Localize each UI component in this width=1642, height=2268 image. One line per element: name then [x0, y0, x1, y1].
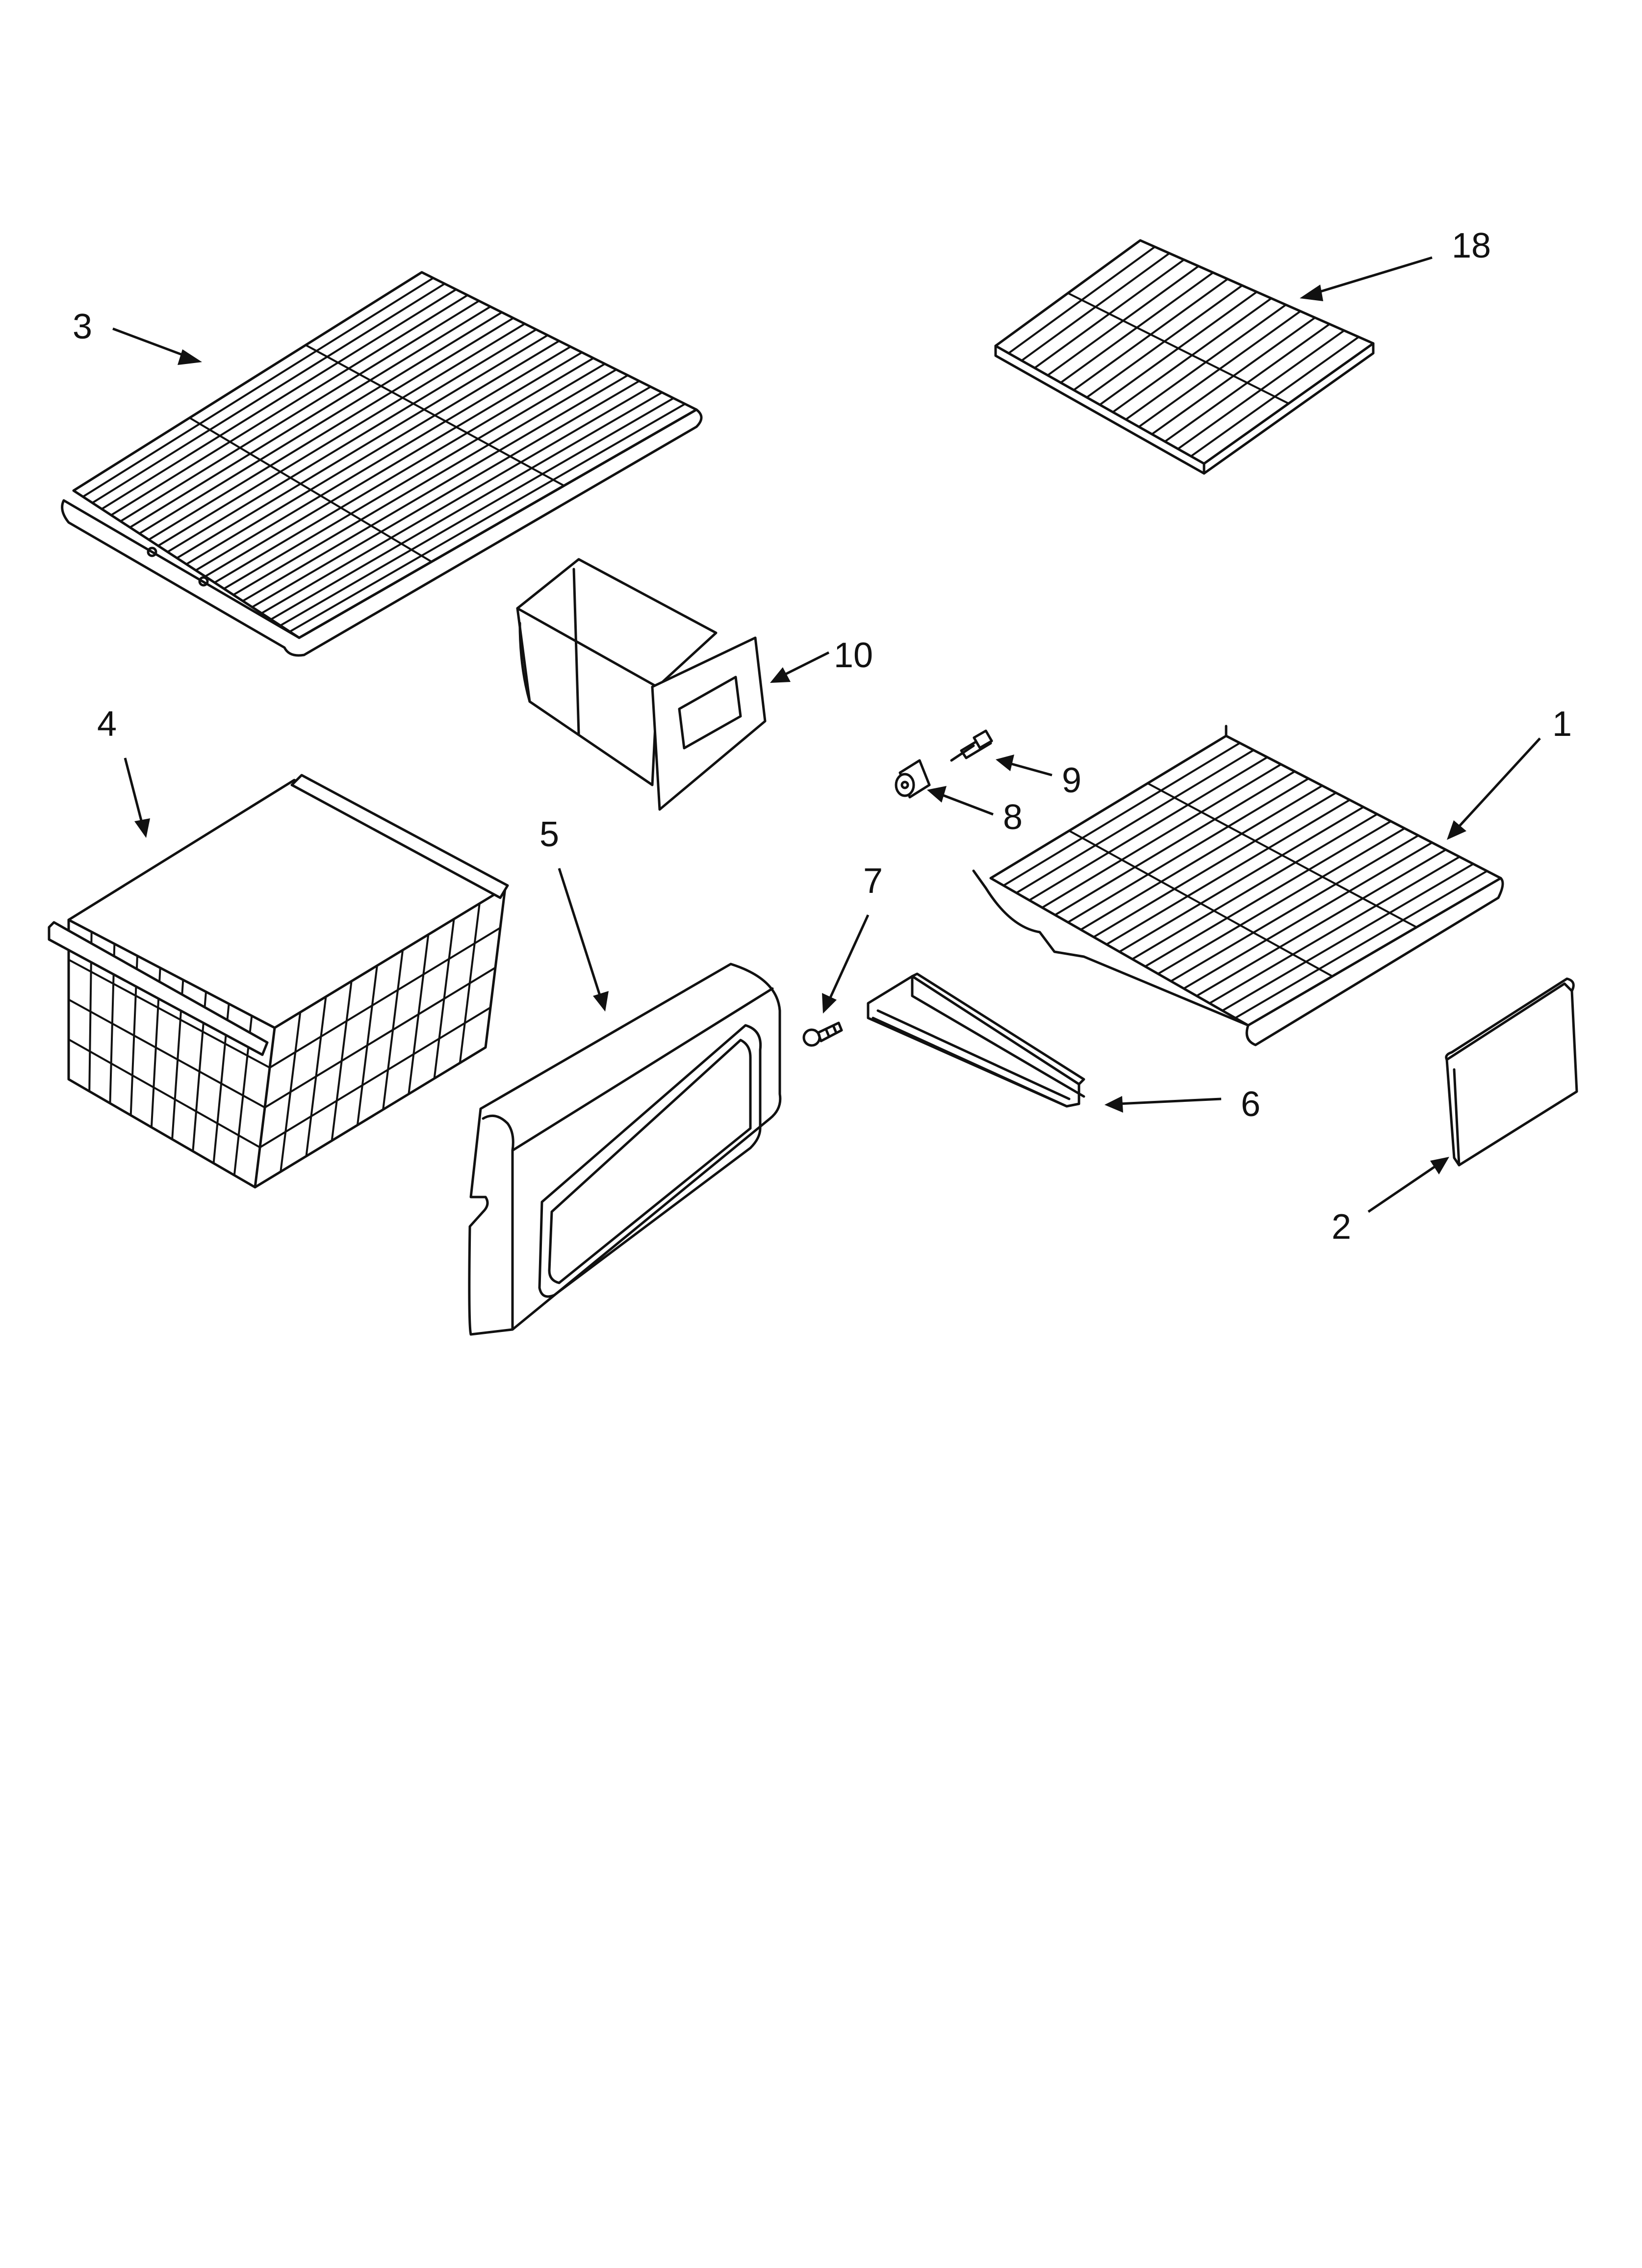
wire-rod — [1119, 806, 1364, 953]
wire-rod — [1131, 813, 1378, 960]
callout-6: 6 — [1241, 1085, 1260, 1124]
basket-rod — [269, 927, 501, 1069]
wire-rod — [82, 277, 434, 498]
wire-rod — [139, 311, 503, 535]
part-6-trim-rail — [867, 972, 1085, 1108]
basket-rod — [68, 959, 270, 1069]
wire-rod — [1041, 763, 1282, 909]
basket-4-wires — [68, 903, 501, 1175]
part-1-wire-shelf — [972, 725, 1504, 1046]
wire-rod — [1144, 820, 1392, 967]
wire-crossbar — [189, 417, 433, 563]
wire-rod — [1054, 770, 1296, 916]
part-10-door-bin — [516, 558, 767, 811]
wire-rod — [1196, 849, 1447, 997]
part-4-wire-basket — [48, 774, 509, 1189]
wire-crossbar — [1069, 830, 1333, 977]
wire-rod — [1003, 742, 1241, 886]
wire-rod — [101, 288, 457, 510]
wire-rod — [214, 357, 594, 584]
callout-4: 4 — [97, 704, 117, 744]
wire-rod — [129, 306, 491, 528]
basket-rod — [259, 1007, 491, 1148]
wire-rod — [1016, 749, 1255, 894]
callout-7: 7 — [863, 861, 883, 901]
part-5-drawer-front — [468, 963, 782, 1336]
wire-rod — [167, 328, 537, 553]
callout-1: 1 — [1552, 704, 1572, 744]
leader-lines — [112, 256, 1541, 1213]
part-2-trim-cap — [1445, 977, 1578, 1167]
wire-rod — [195, 345, 571, 572]
part-18-wire-shelf — [994, 239, 1375, 475]
wire-rod — [1170, 834, 1419, 982]
wire-rod — [1209, 856, 1461, 1004]
part-7-screw — [802, 1021, 843, 1047]
callout-8: 8 — [1003, 798, 1023, 837]
basket-rod — [68, 998, 265, 1109]
wire-rod — [120, 300, 480, 522]
wire-rod — [1067, 778, 1309, 923]
wire-rod — [92, 283, 445, 504]
wire-rod — [232, 368, 617, 596]
wire-rod — [1234, 870, 1488, 1019]
callout-18: 18 — [1452, 226, 1491, 265]
shelf-18-wires — [1008, 246, 1360, 457]
wire-rod — [1183, 841, 1433, 990]
callout-5: 5 — [539, 815, 559, 854]
wire-rod — [1106, 799, 1351, 945]
wire-crossbar — [305, 344, 564, 487]
callout-3: 3 — [73, 307, 92, 346]
shelf-1-wires — [1003, 742, 1488, 1019]
callout-labels: 18 3 10 1 9 8 4 5 7 6 2 — [73, 226, 1572, 1247]
wire-rod — [252, 380, 640, 608]
wire-rod — [185, 340, 560, 565]
wire-rod — [1157, 827, 1406, 975]
wire-rod — [1093, 792, 1337, 938]
wire-rod — [205, 351, 583, 577]
wire-rod — [280, 397, 674, 626]
wire-rod — [176, 334, 548, 559]
callout-9: 9 — [1062, 761, 1081, 800]
part-3-wire-shelf — [61, 271, 703, 657]
basket-rod — [68, 1039, 260, 1148]
wire-rod — [157, 323, 526, 547]
wire-rod — [110, 294, 468, 516]
part-9-screw — [950, 730, 993, 762]
callout-2: 2 — [1332, 1207, 1351, 1247]
wire-rod — [1080, 784, 1323, 931]
wire-rod — [1028, 756, 1268, 901]
wire-rod — [270, 391, 663, 621]
callout-10: 10 — [834, 636, 873, 675]
wire-rod — [223, 363, 606, 590]
wire-rod — [242, 374, 629, 602]
wire-rod — [1222, 863, 1474, 1012]
basket-rod — [264, 966, 496, 1109]
wire-crossbar — [1067, 292, 1289, 405]
wire-crossbar — [1147, 782, 1417, 928]
wire-rod — [261, 386, 651, 614]
shelf-3-wires — [82, 277, 686, 633]
wire-rod — [148, 317, 514, 541]
part-8-spacer — [895, 759, 931, 799]
wire-rod — [289, 403, 686, 633]
